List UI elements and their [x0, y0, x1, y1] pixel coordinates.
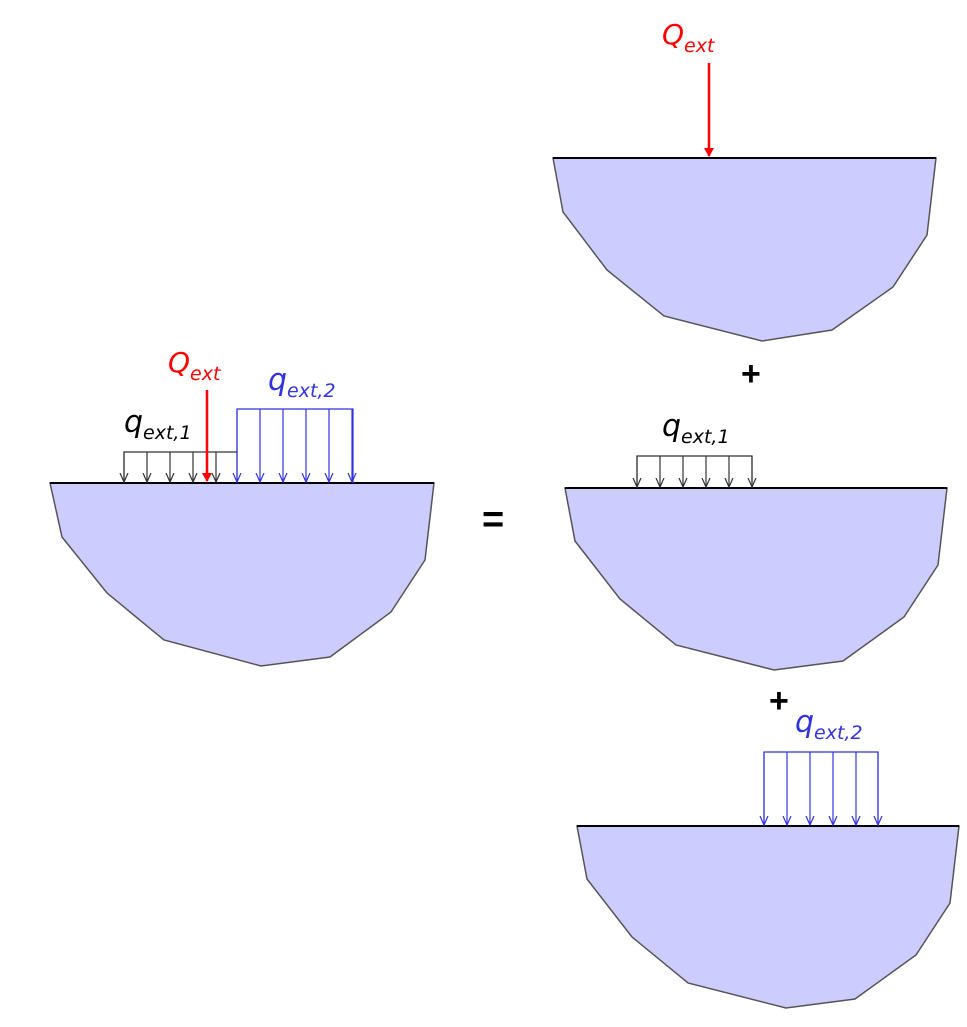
point-load-label: Qext — [168, 346, 222, 385]
load-2-label: qext,2 — [268, 363, 336, 402]
panel-right-bottom: qext,2 — [576, 705, 960, 1009]
soil-body — [552, 157, 937, 342]
point-load-label: Qext — [662, 18, 716, 57]
load-2-label: qext,2 — [795, 705, 863, 744]
equals-sign: = — [482, 499, 504, 541]
distributed-load-2 — [237, 408, 353, 483]
plus-sign-2: + — [769, 682, 789, 720]
load-1-label: qext,1 — [662, 409, 730, 448]
soil-body — [576, 825, 960, 1009]
load-1-label: qext,1 — [124, 405, 192, 444]
panel-right-top: Qext — [552, 18, 937, 342]
distributed-load-1 — [124, 451, 238, 483]
plus-sign-1: + — [741, 355, 761, 393]
distributed-load-2 — [764, 751, 878, 826]
panel-combined: Qext qext,1 qext,2 — [49, 346, 435, 667]
distributed-load-1 — [637, 455, 752, 488]
soil-body — [49, 482, 435, 667]
panel-right-middle: qext,1 — [564, 409, 948, 671]
soil-body — [564, 487, 948, 671]
